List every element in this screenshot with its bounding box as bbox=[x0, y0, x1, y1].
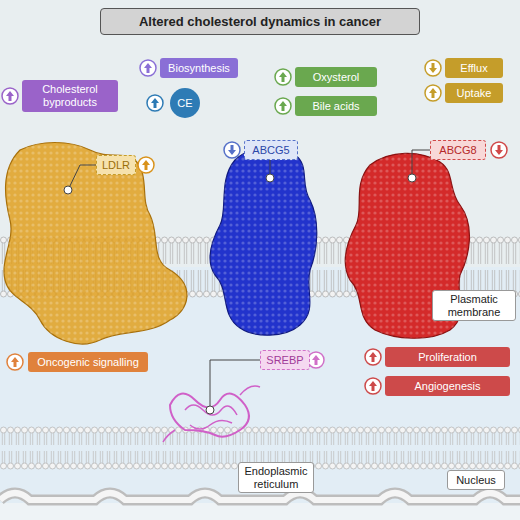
trend-icon bbox=[365, 378, 381, 394]
trend-arrow bbox=[369, 381, 377, 391]
nuclear-envelope-inner bbox=[0, 493, 520, 500]
trend-icon bbox=[140, 60, 156, 76]
abcg5-protein bbox=[210, 148, 317, 335]
trend-icon bbox=[7, 354, 23, 370]
label-text: Bile acids bbox=[312, 100, 359, 113]
trend-icon bbox=[2, 88, 18, 104]
trend-arrow bbox=[279, 72, 287, 82]
trend-icon bbox=[275, 69, 291, 85]
protein-label: LDLR bbox=[96, 155, 136, 175]
trend-arrow bbox=[11, 357, 19, 367]
bile-acid-label: Bile acids bbox=[295, 96, 377, 116]
trend-arrow bbox=[144, 63, 152, 73]
uptake-label: Uptake bbox=[445, 83, 503, 103]
label-text: Efflux bbox=[460, 62, 487, 75]
trend-icon bbox=[425, 60, 441, 76]
trend-arrow bbox=[142, 160, 150, 170]
trend-icon bbox=[224, 142, 240, 158]
label-text: Oncogenic signalling bbox=[37, 356, 139, 369]
trend-arrow bbox=[429, 63, 437, 73]
trend-arrow bbox=[279, 101, 287, 111]
label-text: Plasmatic membrane bbox=[438, 293, 510, 318]
protein-label: ABCG8 bbox=[430, 140, 486, 160]
trend-arrow bbox=[6, 91, 14, 101]
label-text: Cholesterol byproducts bbox=[27, 83, 113, 108]
label-text: LDLR bbox=[102, 159, 130, 172]
ce-circle: CE bbox=[170, 88, 200, 118]
title-text: Altered cholesterol dynamics in cancer bbox=[139, 14, 381, 29]
srebp-protein bbox=[163, 386, 260, 442]
label-text: CE bbox=[177, 97, 192, 110]
compartment-label: Endoplasmic reticulum bbox=[238, 462, 314, 493]
label-text: Endoplasmic reticulum bbox=[244, 465, 308, 490]
trend-icon bbox=[308, 352, 324, 368]
label-text: Uptake bbox=[457, 87, 492, 100]
protein-label: SREBP bbox=[260, 350, 310, 370]
label-text: Oxysterol bbox=[313, 71, 359, 84]
title-box: Altered cholesterol dynamics in cancer bbox=[100, 8, 420, 35]
label-text: ABCG5 bbox=[252, 144, 289, 157]
label-text: Angiogenesis bbox=[414, 380, 480, 393]
trend-icon bbox=[425, 85, 441, 101]
trend-icon bbox=[491, 142, 507, 158]
trend-arrow bbox=[495, 145, 503, 155]
efflux-label: Efflux bbox=[445, 58, 503, 78]
trend-icon bbox=[365, 349, 381, 365]
trend-arrow bbox=[312, 355, 320, 365]
byproduct-label: Cholesterol byproducts bbox=[22, 80, 118, 112]
ldlr-protein bbox=[4, 143, 187, 344]
compartment-label: Nucleus bbox=[447, 470, 505, 490]
label-text: ABCG8 bbox=[439, 144, 476, 157]
compartment-label: Plasmatic membrane bbox=[432, 290, 516, 321]
signalling-label: Oncogenic signalling bbox=[28, 352, 148, 372]
label-text: Biosynthesis bbox=[168, 62, 230, 75]
outcome-label: Proliferation bbox=[385, 347, 510, 367]
trend-arrow bbox=[151, 98, 159, 108]
protein-label: ABCG5 bbox=[244, 140, 298, 160]
trend-arrow bbox=[369, 352, 377, 362]
nuclear-envelope bbox=[0, 493, 520, 500]
trend-icon bbox=[275, 98, 291, 114]
protein-dots bbox=[64, 174, 416, 414]
label-text: Proliferation bbox=[418, 351, 477, 364]
trend-arrow bbox=[429, 88, 437, 98]
label-text: SREBP bbox=[266, 354, 303, 367]
label-text: Nucleus bbox=[456, 474, 496, 487]
outcome-label: Angiogenesis bbox=[385, 376, 510, 396]
trend-icon bbox=[138, 157, 154, 173]
trend-arrow bbox=[228, 145, 236, 155]
oxysterol-label: Oxysterol bbox=[295, 67, 377, 87]
biosynthesis-label: Biosynthesis bbox=[160, 58, 238, 78]
trend-icon bbox=[147, 95, 163, 111]
